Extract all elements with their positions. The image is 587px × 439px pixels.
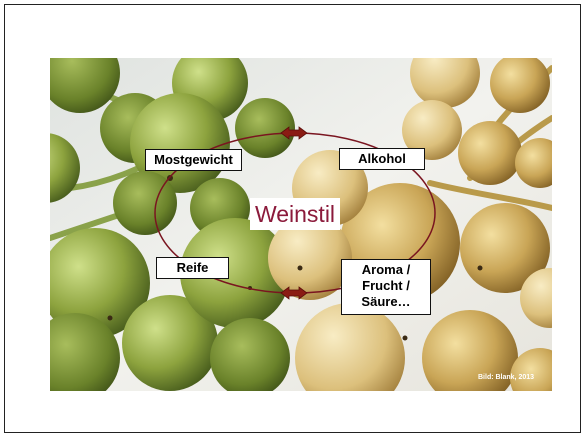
node-aroma-line-3: Säure…: [342, 294, 430, 310]
node-aroma-line-1: Aroma /: [342, 262, 430, 278]
center-label-weinstil: Weinstil: [250, 198, 340, 230]
node-mostgewicht: Mostgewicht: [145, 149, 242, 171]
node-aroma: Aroma / Frucht / Säure…: [341, 259, 431, 315]
node-reife: Reife: [156, 257, 229, 279]
node-alkohol: Alkohol: [339, 148, 425, 170]
photo-credit: Bild: Blank, 2013: [478, 374, 534, 381]
node-aroma-line-2: Frucht /: [342, 278, 430, 294]
